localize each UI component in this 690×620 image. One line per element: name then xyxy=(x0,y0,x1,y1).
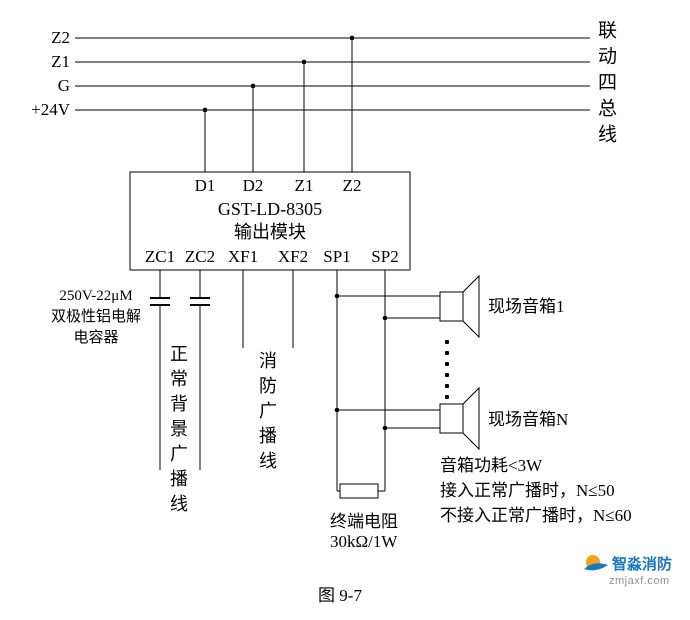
logo-site: zmjaxf.com xyxy=(609,575,670,587)
terminal-sp1: SP1 xyxy=(323,247,351,266)
bus-lines xyxy=(75,37,590,111)
terminal-xf2: XF2 xyxy=(277,247,309,266)
resistor-icon xyxy=(339,483,379,499)
fire-broadcast-label: 消防广播线 xyxy=(257,351,277,476)
resistor-label: 终端电阻 xyxy=(330,512,398,531)
terminal-zc2: ZC2 xyxy=(184,247,216,266)
speaker-1-label: 现场音箱1 xyxy=(488,297,565,316)
terminal-zc1: ZC1 xyxy=(144,247,176,266)
capacitor-note-line3: 电容器 xyxy=(73,330,119,346)
module-box xyxy=(129,171,411,271)
speaker-tap-wires xyxy=(337,295,440,429)
terminal-xf1: XF1 xyxy=(227,247,259,266)
speaker-junction-dots xyxy=(334,293,388,431)
zc-wires xyxy=(159,270,201,470)
bus-label-24v: +24V xyxy=(31,100,70,119)
bus-right-label: 联动四总线 xyxy=(595,20,616,150)
bus-label-z2: Z2 xyxy=(51,28,70,47)
normal-broadcast-label: 正常背景广播线 xyxy=(168,344,188,519)
bus-label-g: G xyxy=(57,76,70,95)
note-power: 音箱功耗<3W xyxy=(440,456,543,475)
logo-icon xyxy=(584,554,608,570)
module-title: GST-LD-8305 xyxy=(217,199,323,219)
capacitor-zc2-icon xyxy=(190,297,210,306)
terminal-z2: Z2 xyxy=(342,176,362,195)
note-n60: 不接入正常广播时，N≤60 xyxy=(440,506,632,525)
capacitor-note-line1: 250V-22μM xyxy=(59,288,133,304)
ellipsis-dots xyxy=(444,339,450,400)
speaker-n-icon xyxy=(439,386,480,451)
terminal-d1: D1 xyxy=(194,176,216,195)
capacitor-note-line2: 双极性铝电解 xyxy=(50,309,141,325)
logo-name: 智淼消防 xyxy=(612,556,673,573)
logo: 智淼消防 zmjaxf.com xyxy=(583,553,683,587)
capacitor-zc1-icon xyxy=(150,297,170,306)
bus-junction-dots xyxy=(202,35,355,113)
capacitor-note: 250V-22μM 双极性铝电解 电容器 xyxy=(36,286,156,349)
bus-label-z1: Z1 xyxy=(51,52,70,71)
note-n50: 接入正常广播时，N≤50 xyxy=(440,481,615,500)
sp-wires xyxy=(336,270,386,492)
terminal-d2: D2 xyxy=(242,176,264,195)
terminal-sp2: SP2 xyxy=(371,247,399,266)
speaker-n-label: 现场音箱N xyxy=(488,410,569,429)
bus-to-module-wires xyxy=(204,38,353,172)
speaker-notes: 音箱功耗<3W 接入正常广播时，N≤50 不接入正常广播时，N≤60 xyxy=(440,453,632,528)
speaker-1-icon xyxy=(439,274,480,339)
figure-caption: 图 9-7 xyxy=(318,586,362,605)
resistor-value: 30kΩ/1W xyxy=(330,532,398,551)
terminal-z1: Z1 xyxy=(294,176,314,195)
module-subtitle: 输出模块 xyxy=(234,222,306,242)
xf-wires xyxy=(242,270,294,348)
